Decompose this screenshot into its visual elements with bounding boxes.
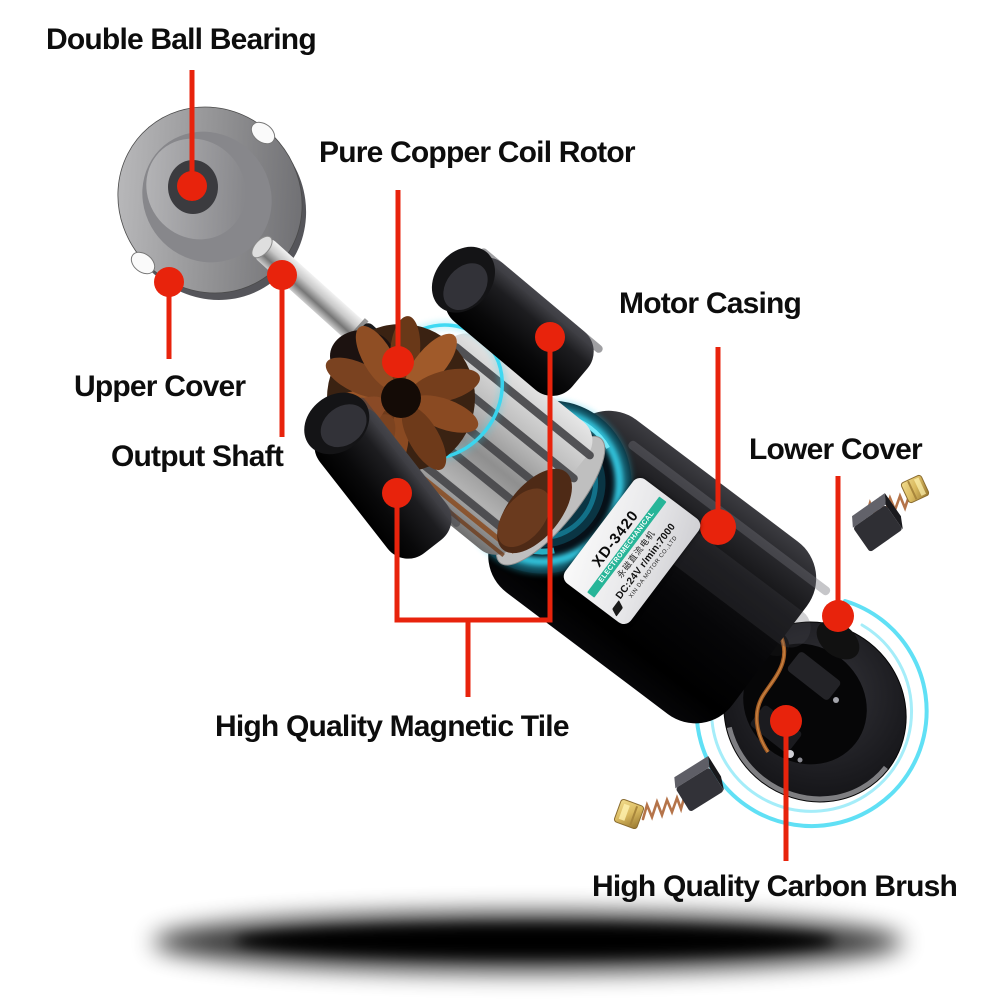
magnetic-tile-lower xyxy=(304,392,461,559)
label-double-ball-bearing: Double Ball Bearing xyxy=(46,23,317,56)
carbon-brush-bottom xyxy=(613,756,725,830)
dot-carbon-brush xyxy=(770,705,802,737)
dot-pure-copper-coil-rotor xyxy=(382,346,414,378)
magnetic-tile-upper xyxy=(431,246,603,396)
lower-cover-part xyxy=(694,599,929,829)
label-motor-casing: Motor Casing xyxy=(619,287,802,320)
leader-lines xyxy=(154,70,854,861)
dot-output-shaft xyxy=(267,260,297,290)
brush-spring xyxy=(641,794,686,821)
dot-magnetic-tile-lower xyxy=(382,478,412,508)
mount-hole xyxy=(130,251,156,275)
glow-ring-inner xyxy=(710,623,914,813)
label-output-shaft: Output Shaft xyxy=(111,440,284,473)
label-high-quality-magnetic-tile: High Quality Magnetic Tile xyxy=(215,710,570,743)
dot-motor-casing xyxy=(700,509,736,545)
sticker-logo xyxy=(612,600,623,617)
dot-magnetic-tile-upper xyxy=(535,322,565,352)
dot-double-ball-bearing xyxy=(177,171,207,201)
ground-shadow xyxy=(153,912,903,972)
label-pure-copper-coil-rotor: Pure Copper Coil Rotor xyxy=(319,136,636,169)
carbon-brush-top xyxy=(852,474,930,552)
dot-upper-cover xyxy=(154,267,184,297)
label-upper-cover: Upper Cover xyxy=(74,370,246,403)
label-high-quality-carbon-brush: High Quality Carbon Brush xyxy=(592,870,958,903)
dot-lower-cover xyxy=(822,600,854,632)
mount-hole xyxy=(250,121,276,145)
label-lower-cover: Lower Cover xyxy=(749,433,923,466)
